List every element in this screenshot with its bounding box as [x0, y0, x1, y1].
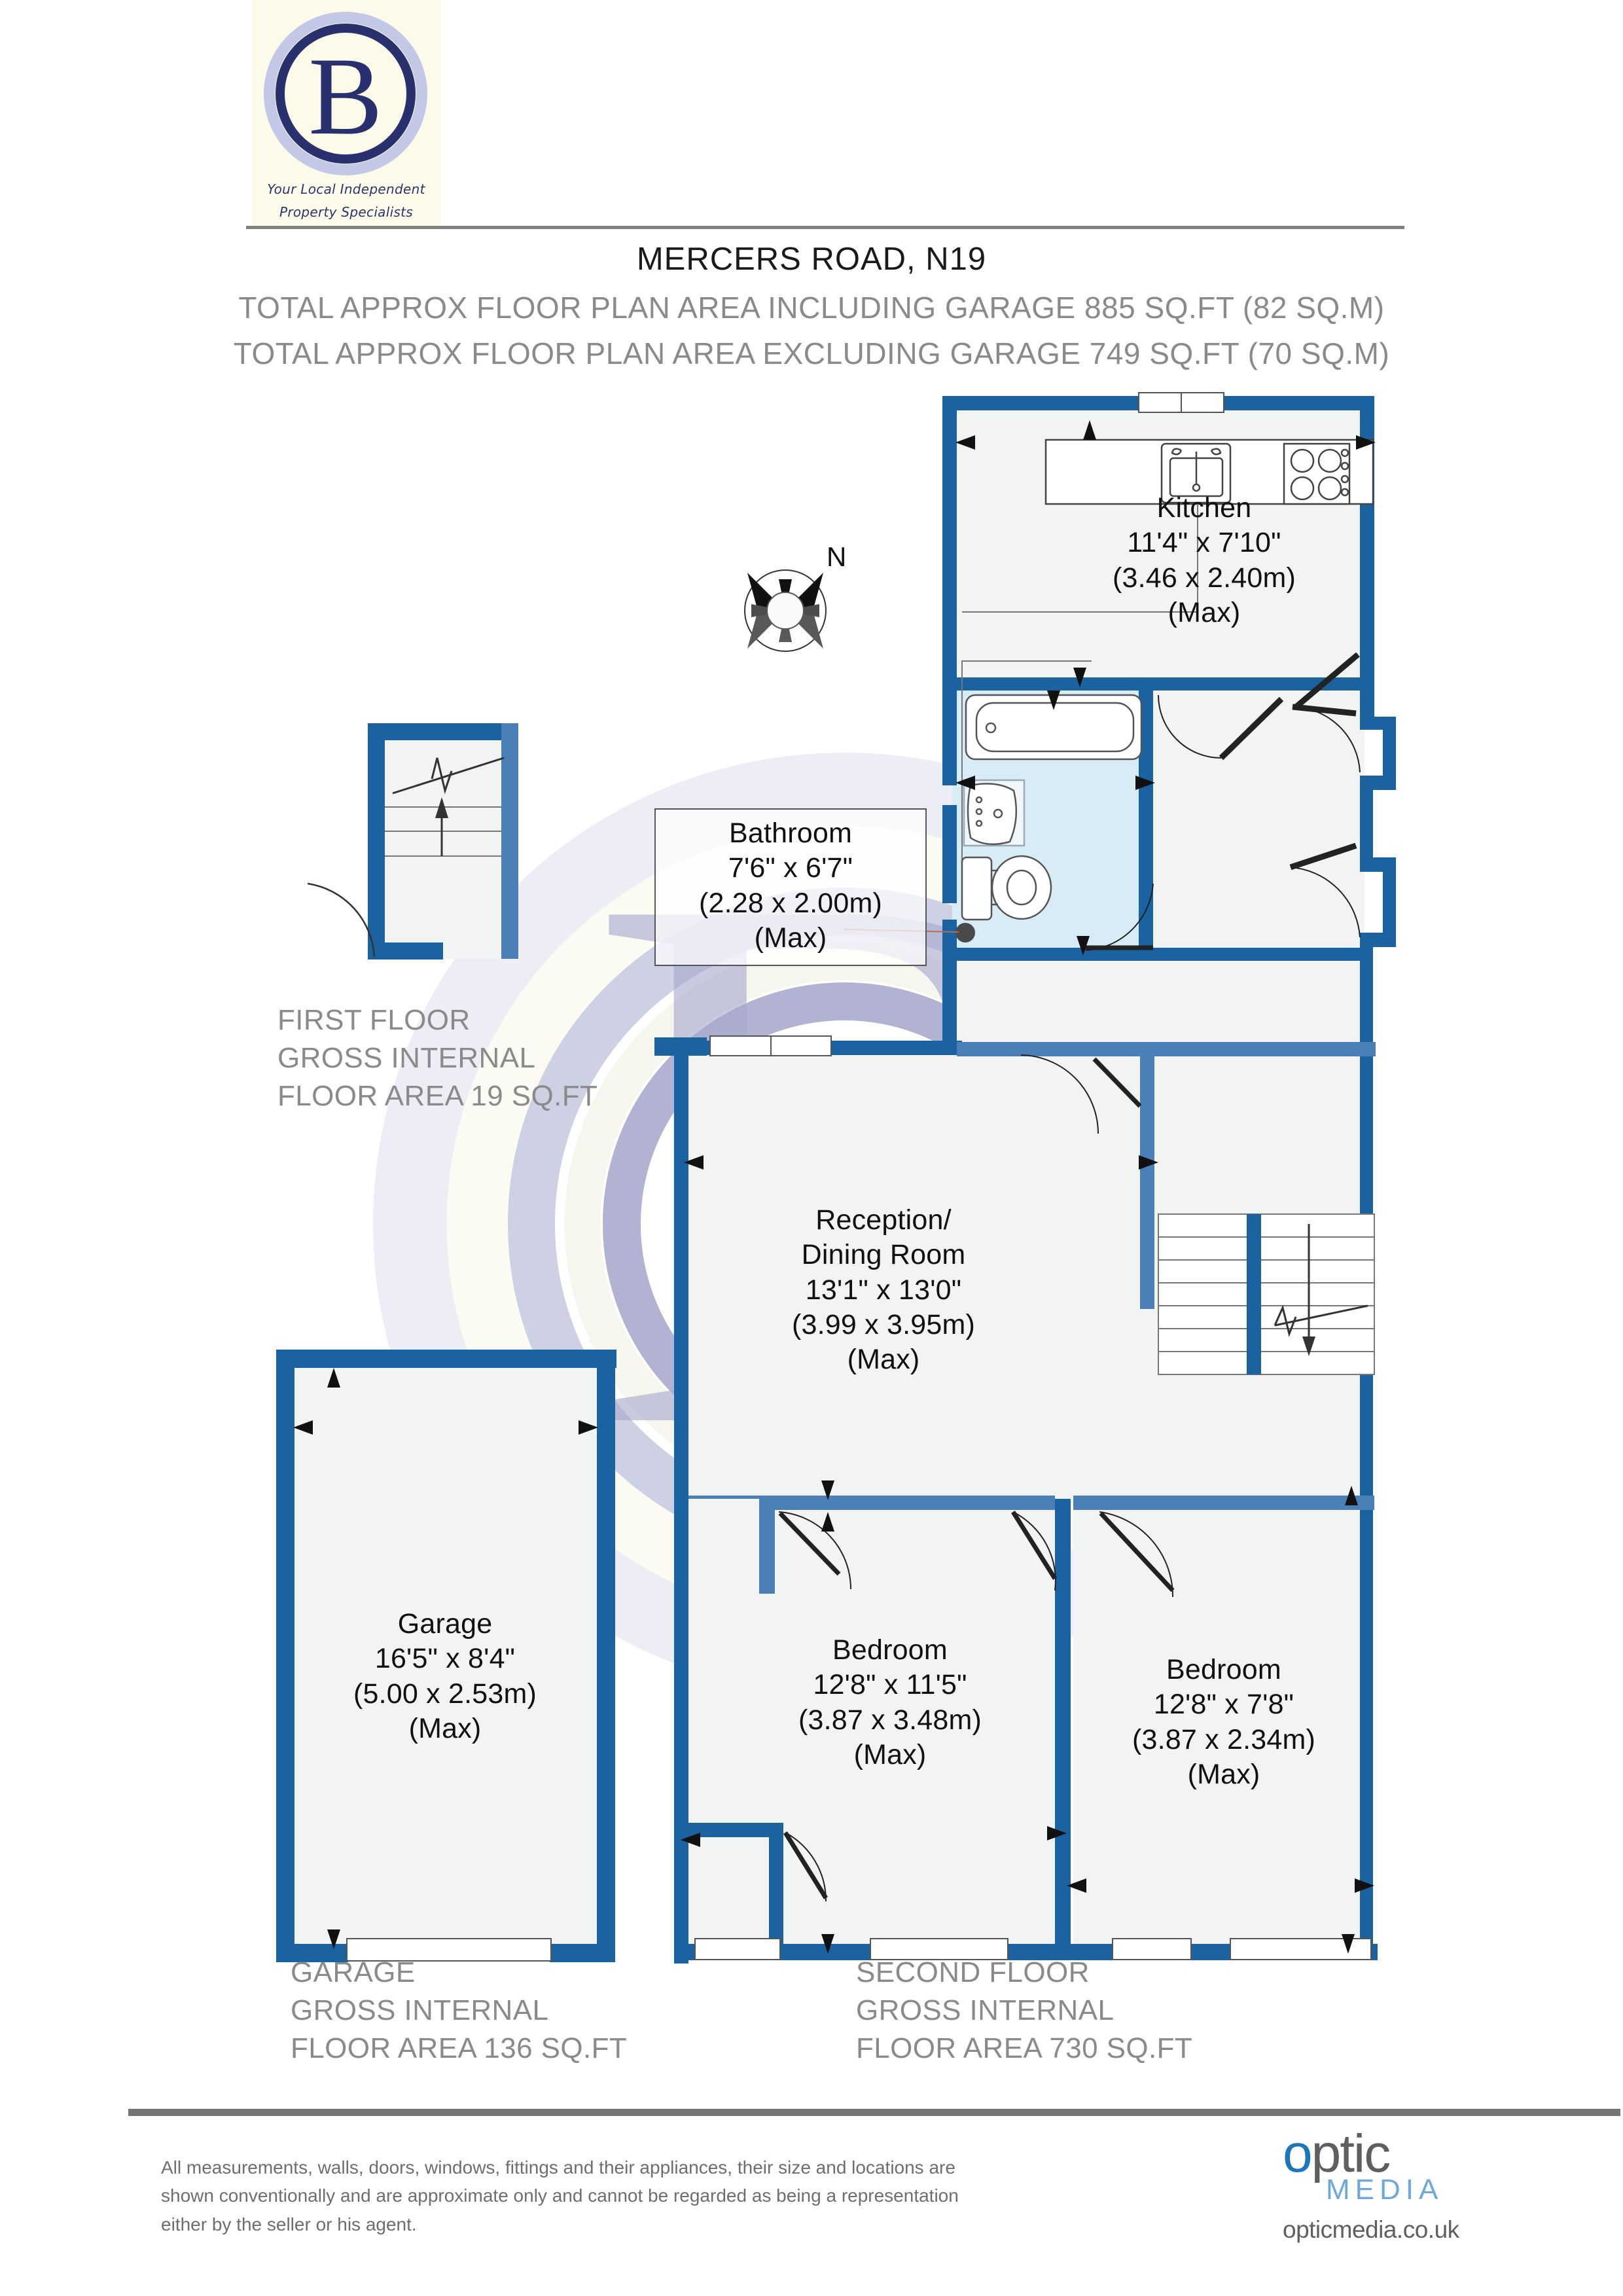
room-label-bedroom-1: Bedroom 12'8" x 11'5" (3.87 x 3.48m) (Ma…	[798, 1634, 982, 1770]
dimension-arrows	[681, 420, 1376, 1954]
room-label-bedroom-2: Bedroom 12'8" x 7'8" (3.87 x 2.34m) (Max…	[1132, 1654, 1316, 1790]
total-area-including-garage: TOTAL APPROX FLOOR PLAN AREA INCLUDING G…	[238, 291, 1385, 325]
optic-letter-o: o	[1283, 2124, 1313, 2183]
room-label-kitchen: Kitchen 11'4" x 7'10" (3.46 x 2.40m) (Ma…	[1112, 492, 1296, 628]
caption-garage: GARAGE GROSS INTERNAL FLOOR AREA 136 SQ.…	[291, 1956, 628, 2065]
main-building	[654, 392, 1396, 1964]
room-label-reception-dining: Reception/ Dining Room 13'1" x 13'0" (3.…	[791, 1204, 976, 1376]
optic-letters-ptic: ptic	[1311, 2124, 1391, 2183]
logo-tagline-2: Property Specialists	[279, 204, 414, 220]
door-swings	[778, 652, 1361, 1902]
disclaimer-text: All measurements, walls, doors, windows,…	[161, 2157, 959, 2234]
footer-divider	[128, 2109, 1620, 2116]
first-floor-landing	[307, 723, 518, 960]
stairs-second-floor	[1158, 1213, 1375, 1375]
page-title: MERCERS ROAD, N19	[636, 242, 987, 277]
header-divider	[246, 226, 1404, 229]
logo-tagline-1: Your Local Independent	[267, 181, 425, 197]
logo-letter-b: B	[308, 35, 383, 158]
caption-first-floor: FIRST FLOOR GROSS INTERNAL FLOOR AREA 19…	[277, 1004, 598, 1113]
optic-media-subword: MEDIA	[1326, 2174, 1444, 2206]
compass-north-label: N	[827, 541, 847, 572]
brand-logo: B Your Local Independent Property Specia…	[252, 0, 440, 226]
kitchen-units	[1044, 439, 1374, 505]
optic-media-logo: optic MEDIA opticmedia.co.uk	[1283, 2127, 1479, 2245]
compass-rose: N	[732, 541, 849, 664]
caption-second-floor: SECOND FLOOR GROSS INTERNAL FLOOR AREA 7…	[856, 1956, 1193, 2065]
bathroom-fittings	[961, 694, 1143, 921]
room-label-bathroom: Bathroom 7'6" x 6'7" (2.28 x 2.00m) (Max…	[654, 808, 927, 967]
optic-media-url: opticmedia.co.uk	[1283, 2216, 1459, 2243]
bathroom-pull-cord	[955, 923, 975, 942]
total-area-excluding-garage: TOTAL APPROX FLOOR PLAN AREA EXCLUDING G…	[233, 336, 1390, 370]
room-label-garage: Garage 16'5" x 8'4" (5.00 x 2.53m) (Max)	[353, 1608, 537, 1744]
garage-block	[276, 1350, 616, 1962]
optic-wordmark: optic	[1283, 2124, 1391, 2183]
